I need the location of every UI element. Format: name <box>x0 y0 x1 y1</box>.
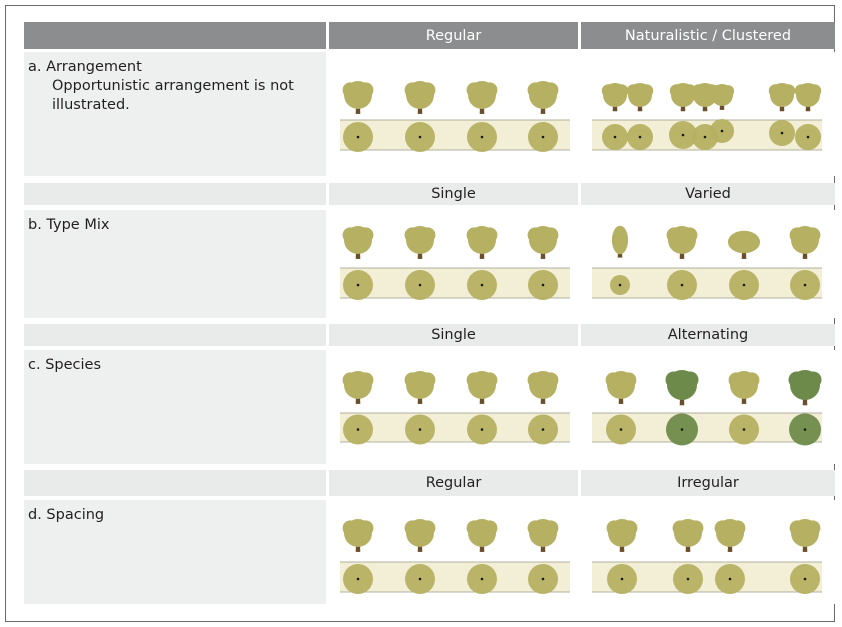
illustration-clustered-arrangement <box>581 52 835 176</box>
illustration-varied-type <box>581 210 835 318</box>
row-label-arrangement-title: a. Arrangement <box>28 59 142 75</box>
row-label-type-mix-title: b. Type Mix <box>28 217 110 233</box>
row-label-species-title: c. Species <box>28 357 101 373</box>
row-label-species: c. Species <box>24 350 326 464</box>
subheader-alternating: Alternating <box>581 324 835 346</box>
subheader-single-species: Single <box>329 324 578 346</box>
subheader-blank-type-mix <box>24 183 326 205</box>
subheader-blank-species <box>24 324 326 346</box>
subheader-regular-spacing: Regular <box>329 470 578 496</box>
illustration-single-type <box>329 210 578 318</box>
row-label-type-mix: b. Type Mix <box>24 210 326 318</box>
header-blank-cell <box>24 22 326 49</box>
illustration-alternating-species <box>581 350 835 464</box>
subheader-single-type: Single <box>329 183 578 205</box>
subheader-blank-spacing <box>24 470 326 496</box>
illustration-regular-arrangement <box>329 52 578 176</box>
row-label-spacing: d. Spacing <box>24 500 326 604</box>
illustration-irregular-spacing <box>581 500 835 604</box>
subheader-irregular-spacing: Irregular <box>581 470 835 496</box>
illustration-regular-spacing <box>329 500 578 604</box>
header-regular: Regular <box>329 22 578 49</box>
row-label-arrangement: a. Arrangement Opportunistic arrangement… <box>24 52 326 176</box>
subheader-varied: Varied <box>581 183 835 205</box>
illustration-single-species <box>329 350 578 464</box>
header-naturalistic-clustered: Naturalistic / Clustered <box>581 22 835 49</box>
row-label-spacing-title: d. Spacing <box>28 507 105 523</box>
row-note-arrangement: Opportunistic arrangement is not illustr… <box>52 78 294 113</box>
